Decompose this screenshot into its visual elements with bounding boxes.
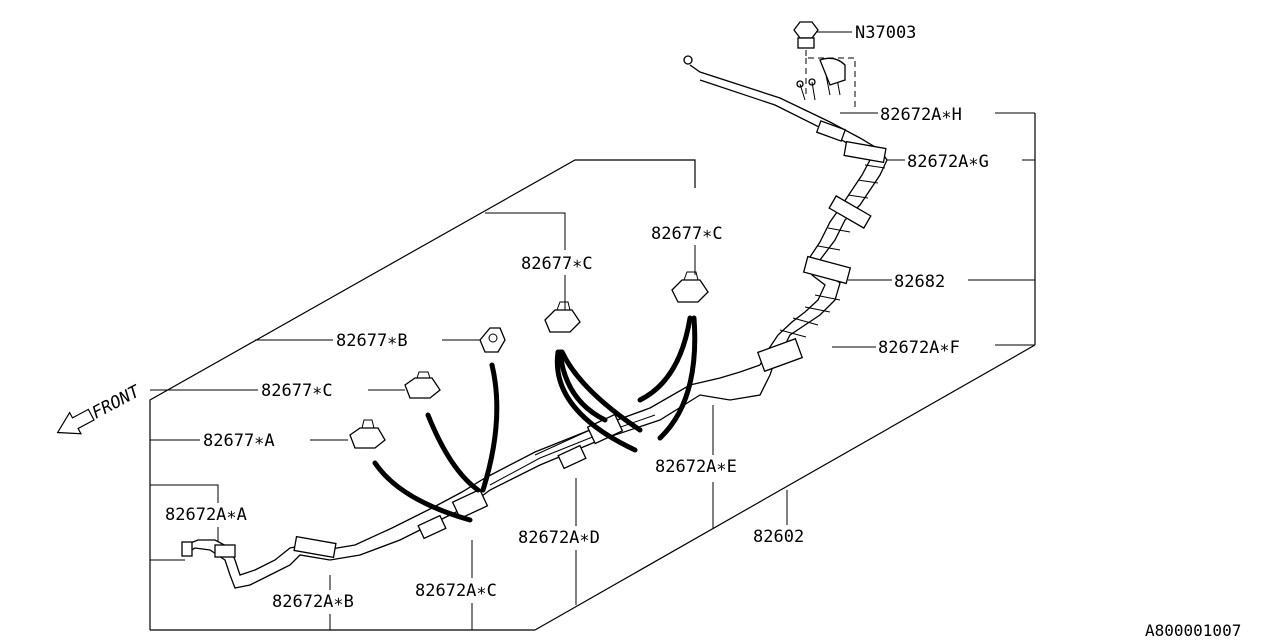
- frame-lines: [149, 113, 1036, 631]
- harness-82602: [181, 55, 888, 589]
- clip-82677-b-shape: [479, 327, 506, 493]
- leader-lines: [150, 31, 1035, 630]
- label-clip-c-right: 82677∗C: [651, 224, 723, 244]
- label-harness-d: 82672A∗D: [518, 528, 600, 548]
- label-clip-b: 82677∗B: [336, 331, 408, 351]
- front-label: FRONT: [89, 381, 145, 424]
- label-harness-c: 82672A∗C: [415, 581, 497, 601]
- label-harness-a: 82672A∗A: [165, 505, 247, 525]
- label-harness-82682: 82682: [894, 272, 945, 292]
- label-harness-e: 82672A∗E: [655, 457, 737, 477]
- diagram-code: A800001007: [1145, 621, 1241, 640]
- label-nut-n37003: N37003: [855, 23, 916, 43]
- label-harness-82602: 82602: [753, 527, 804, 547]
- label-clip-c-left: 82677∗C: [261, 381, 333, 401]
- part-labels: N37003 82672A∗H 82672A∗G 82682 82672A∗F …: [165, 23, 1241, 640]
- label-harness-b: 82672A∗B: [272, 592, 354, 612]
- clip-82677-c-mid-shape: [544, 301, 643, 453]
- nut-n37003: [793, 21, 856, 110]
- clip-82677-c-right-shape: [637, 271, 709, 441]
- label-clip-c-mid: 82677∗C: [521, 254, 593, 274]
- label-harness-f: 82672A∗F: [878, 338, 960, 358]
- label-harness-g: 82672A∗G: [907, 152, 989, 172]
- clip-82677-c-left-shape: [404, 371, 481, 493]
- label-harness-h: 82672A∗H: [880, 105, 962, 125]
- front-arrow-icon: FRONT: [56, 381, 145, 435]
- label-clip-a: 82677∗A: [203, 431, 275, 451]
- clip-82677-a-shape: [349, 419, 473, 523]
